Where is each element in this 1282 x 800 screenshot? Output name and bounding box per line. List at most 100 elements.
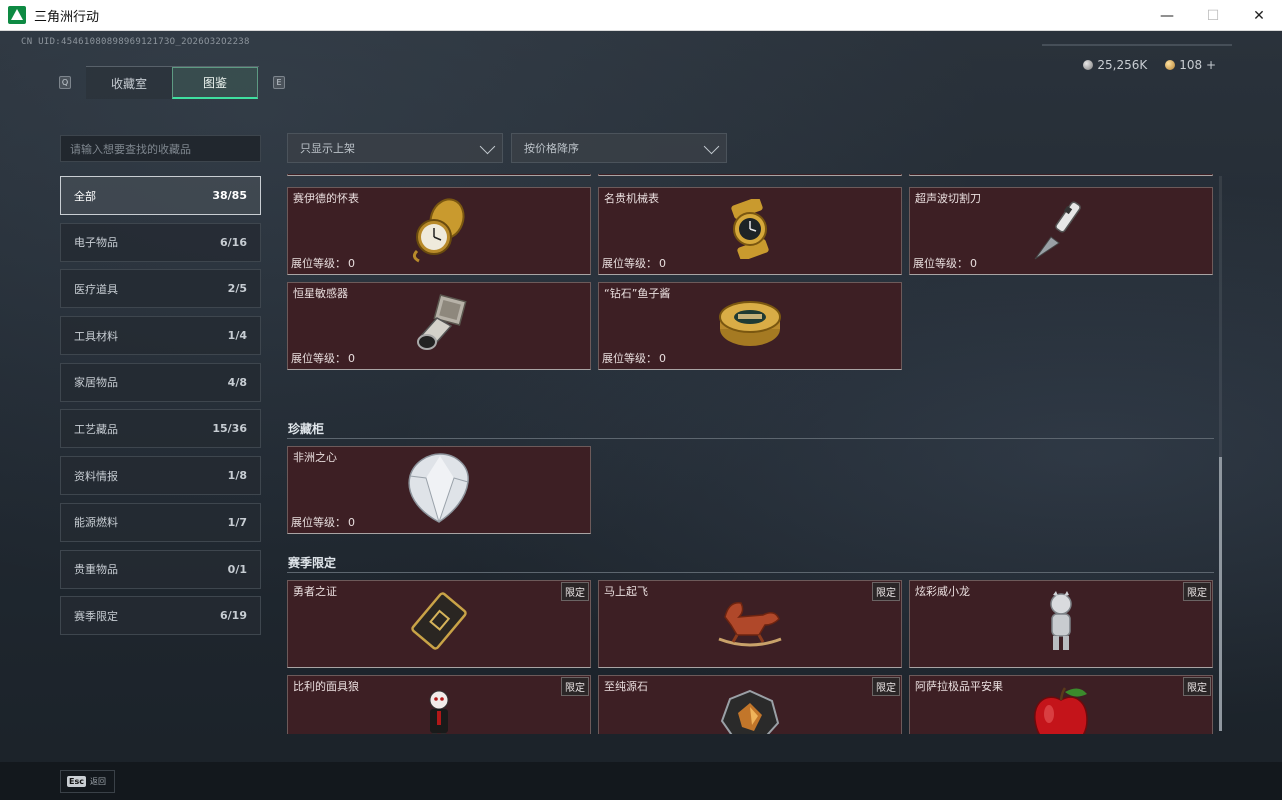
- star-sensor-icon: [409, 292, 469, 360]
- category-count: 1/8: [227, 469, 247, 483]
- tab-bar: 收藏室 图鉴: [86, 66, 259, 99]
- display-level: 展位等级：0: [291, 516, 355, 529]
- puppet-doll-icon: [424, 689, 454, 734]
- display-level-value: 0: [348, 516, 355, 529]
- scrollbar-thumb[interactable]: [1219, 457, 1222, 731]
- header-divider: [1042, 44, 1232, 46]
- display-level-value: 0: [659, 257, 666, 270]
- diamond-icon: [406, 452, 472, 528]
- dragon-figure-icon: [1043, 591, 1079, 657]
- player-uid: CN UID:4546108089896912173O_2O26O32O2238: [21, 37, 250, 47]
- back-label: 返回: [89, 777, 106, 786]
- category-label: 家居物品: [74, 376, 118, 390]
- collectible-card[interactable]: 阿萨拉极品平安果 限定: [909, 675, 1213, 734]
- collectible-card[interactable]: 赛伊德的怀表 展位等级：0: [287, 187, 591, 275]
- window-controls: — ☐ ✕: [1144, 0, 1282, 31]
- category-valuables[interactable]: 贵重物品 0/1: [60, 549, 261, 589]
- limited-badge: 限定: [1183, 582, 1211, 601]
- limited-badge: 限定: [1183, 677, 1211, 696]
- display-level-value: 0: [348, 352, 355, 365]
- collectible-name: 炫彩威小龙: [915, 585, 970, 598]
- collectible-card[interactable]: 马上起飞 限定: [598, 580, 902, 668]
- app-logo-icon: [8, 6, 26, 24]
- gold-amount[interactable]: 108 +: [1179, 58, 1216, 72]
- section-divider: [287, 572, 1214, 573]
- collectible-name: “钻石”鱼子酱: [604, 287, 671, 300]
- collectible-name: 马上起飞: [604, 585, 648, 598]
- category-label: 贵重物品: [74, 563, 118, 576]
- window-title: 三角洲行动: [34, 9, 100, 25]
- category-count: 2/5: [227, 282, 247, 296]
- collectible-card[interactable]: 炫彩威小龙 限定: [909, 580, 1213, 668]
- collectible-name: 超声波切割刀: [915, 192, 981, 205]
- category-label: 资料情报: [74, 469, 118, 483]
- category-medical[interactable]: 医疗道具 2/5: [60, 269, 261, 309]
- collectible-card[interactable]: 超声波切割刀 展位等级：0: [909, 187, 1213, 275]
- category-label: 工艺藏品: [74, 422, 118, 436]
- collectible-name: 至纯源石: [604, 680, 648, 693]
- limited-badge: 限定: [561, 582, 589, 601]
- ultrasonic-knife-icon: [1029, 197, 1093, 265]
- close-button[interactable]: ✕: [1253, 7, 1265, 24]
- collectible-card-partial[interactable]: [909, 174, 1213, 176]
- category-label: 工具材料: [74, 329, 118, 343]
- collectible-card-partial[interactable]: [598, 174, 902, 176]
- category-count: 0/1: [227, 562, 247, 576]
- collectible-name: 阿萨拉极品平安果: [915, 680, 1003, 693]
- currency-display: 25,256K 108 +: [1083, 58, 1216, 72]
- badge-card-icon: [409, 591, 469, 657]
- back-button[interactable]: Esc 返回: [60, 770, 115, 793]
- display-level: 展位等级：0: [291, 352, 355, 365]
- shelf-filter-dropdown[interactable]: 只显示上架: [287, 133, 503, 163]
- collectible-card[interactable]: 名贵机械表 展位等级：0: [598, 187, 902, 275]
- category-count: 1/4: [227, 329, 247, 343]
- category-intel[interactable]: 资料情报 1/8: [60, 456, 261, 496]
- tab-prev-key-hint: Q: [59, 76, 71, 89]
- section-title-season: 赛季限定: [288, 556, 337, 570]
- section-title-treasure: 珍藏柜: [288, 422, 325, 436]
- category-label: 电子物品: [74, 236, 118, 250]
- minimize-button[interactable]: —: [1160, 7, 1174, 24]
- apple-icon: [1029, 684, 1093, 734]
- display-level: 展位等级：0: [291, 257, 355, 270]
- collectible-card-partial[interactable]: [287, 174, 591, 176]
- category-label: 赛季限定: [74, 609, 118, 623]
- collectible-card[interactable]: 比利的面具狼 限定: [287, 675, 591, 734]
- category-label: 医疗道具: [74, 282, 118, 296]
- rocking-horse-icon: [715, 595, 785, 653]
- collectible-name: 非洲之心: [293, 451, 337, 464]
- collectible-name: 比利的面具狼: [293, 680, 359, 693]
- pocket-watch-icon: [407, 195, 471, 267]
- display-level-value: 0: [659, 352, 666, 365]
- gold-coin-icon: [1165, 60, 1176, 70]
- collectible-card[interactable]: 至纯源石 限定: [598, 675, 902, 734]
- display-level: 展位等级：0: [913, 257, 977, 270]
- maximize-button[interactable]: ☐: [1206, 7, 1220, 24]
- display-level-value: 0: [970, 257, 977, 270]
- collectible-name: 名贵机械表: [604, 192, 659, 205]
- collectible-card[interactable]: 非洲之心 展位等级：0: [287, 446, 591, 534]
- display-level-value: 0: [348, 257, 355, 270]
- display-level: 展位等级：0: [602, 257, 666, 270]
- collectible-search-input[interactable]: 请输入想要查找的收藏品: [60, 135, 261, 162]
- scrollbar-track[interactable]: [1219, 176, 1222, 731]
- shelf-filter-value: 只显示上架: [300, 142, 355, 155]
- tab-catalog[interactable]: 图鉴: [172, 67, 258, 99]
- source-stone-icon: [720, 689, 780, 734]
- category-tools[interactable]: 工具材料 1/4: [60, 316, 261, 356]
- category-label: 全部: [74, 189, 96, 203]
- tab-collection-room[interactable]: 收藏室: [86, 67, 172, 99]
- collectible-card[interactable]: 勇者之证 限定: [287, 580, 591, 668]
- sort-dropdown[interactable]: 按价格降序: [511, 133, 727, 163]
- chevron-down-icon: [703, 138, 720, 155]
- collectible-card[interactable]: 恒星敏感器 展位等级：0: [287, 282, 591, 370]
- collectible-card[interactable]: “钻石”鱼子酱 展位等级：0: [598, 282, 902, 370]
- sort-value: 按价格降序: [524, 142, 579, 155]
